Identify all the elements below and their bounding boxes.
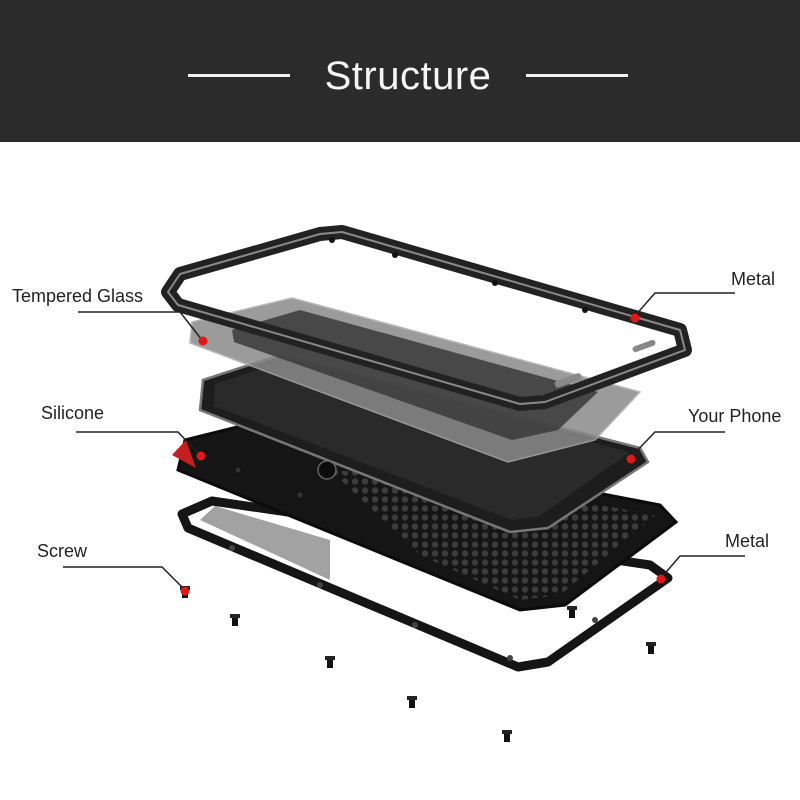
- label-your-phone: Your Phone: [688, 405, 781, 427]
- marker-your-phone: [627, 455, 636, 464]
- leader-metal-bottom: [661, 556, 745, 578]
- label-metal-top: Metal: [731, 268, 775, 290]
- marker-metal-bottom: [657, 575, 666, 584]
- leader-tempered-glass: [78, 312, 202, 340]
- marker-silicone: [197, 452, 206, 461]
- leader-metal-top: [634, 293, 735, 317]
- marker-tempered-glass: [199, 337, 208, 346]
- label-silicone: Silicone: [41, 402, 104, 424]
- label-screw: Screw: [37, 540, 87, 562]
- label-tempered-glass: Tempered Glass: [12, 285, 143, 307]
- marker-screw: [181, 587, 190, 596]
- leader-screw: [63, 567, 185, 590]
- marker-metal-top: [631, 314, 640, 323]
- screws: [180, 586, 656, 742]
- label-metal-bottom: Metal: [725, 530, 769, 552]
